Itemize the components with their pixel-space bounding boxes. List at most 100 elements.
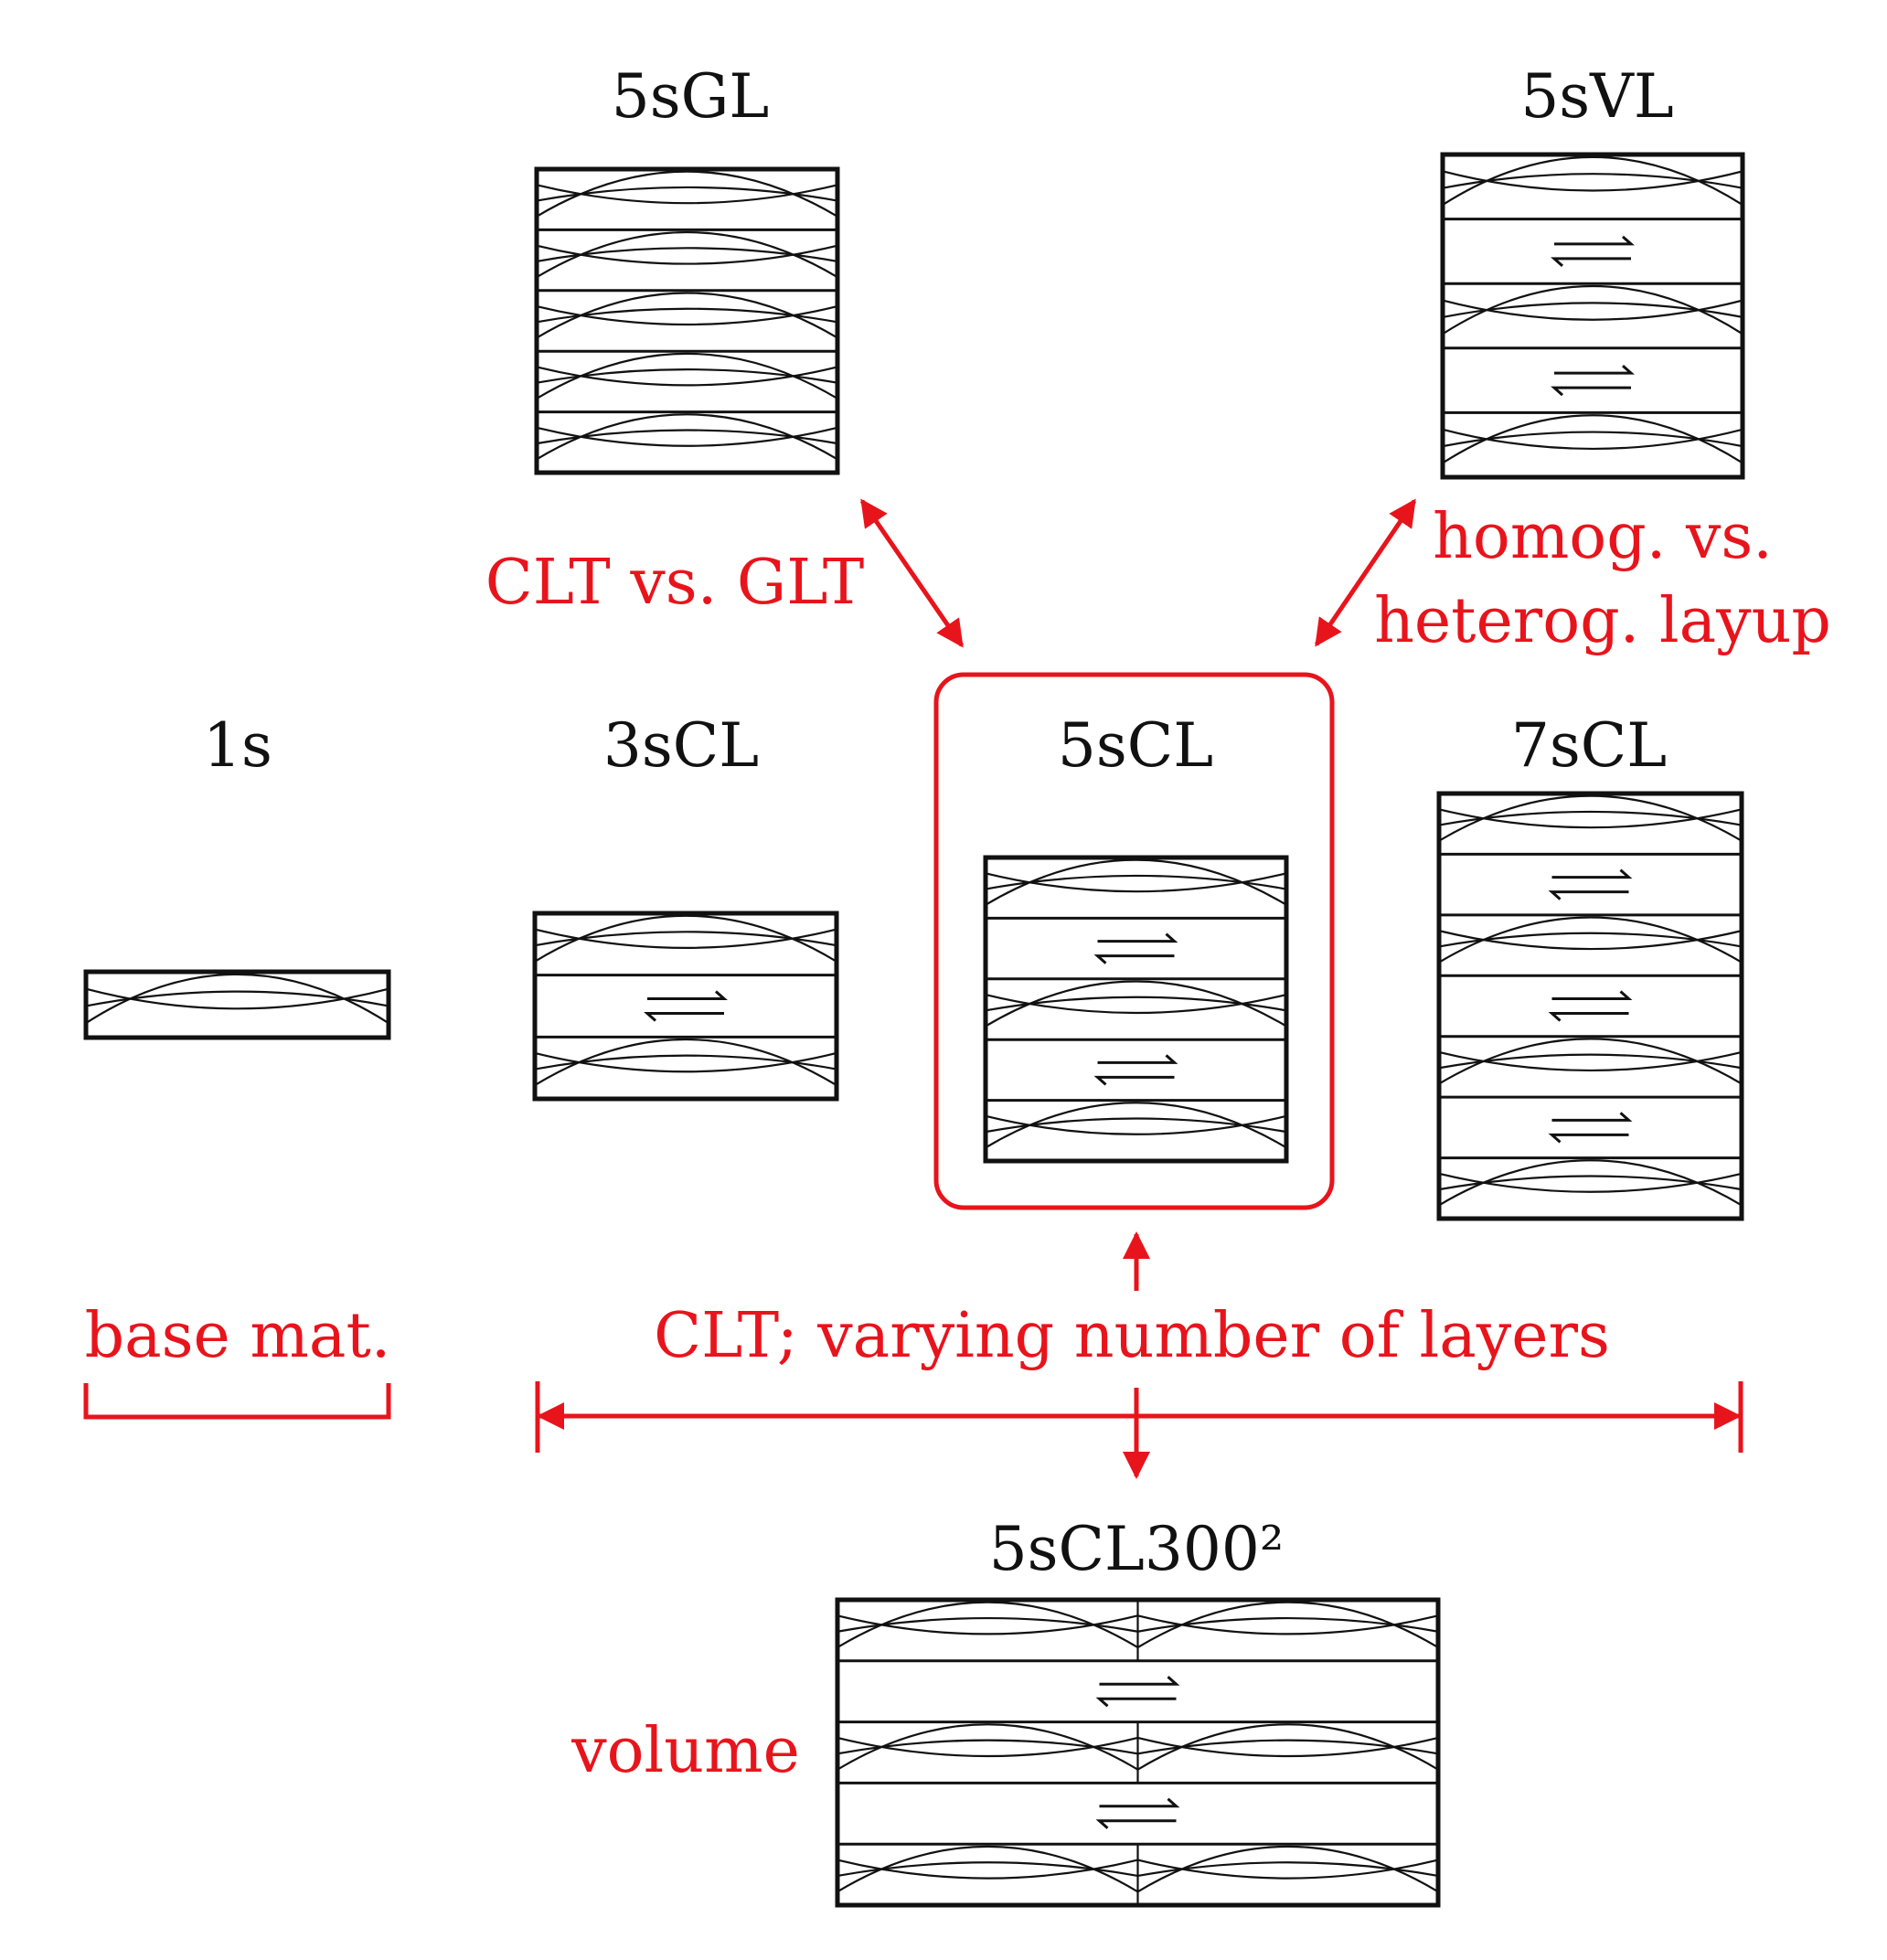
specimen-label-7scl: 7sCL xyxy=(1511,710,1667,781)
highlight-box-5scl xyxy=(933,672,1335,1210)
annotation-varying-layers: CLT; varying number of layers xyxy=(654,1300,1610,1372)
specimen-5svl xyxy=(1440,152,1745,480)
growth-ring xyxy=(837,1739,1138,1755)
arrow-homog-vs-heterog xyxy=(1314,498,1417,647)
growth-ring xyxy=(1442,431,1743,448)
growth-ring xyxy=(1136,1601,1439,1649)
growth-ring xyxy=(536,186,838,202)
growth-ring xyxy=(536,352,838,399)
growth-ring xyxy=(534,1038,837,1087)
growth-ring xyxy=(1137,1614,1439,1635)
growth-ring xyxy=(536,247,838,263)
growth-ring xyxy=(1442,155,1743,206)
growth-ring xyxy=(837,1845,1139,1893)
growth-ring xyxy=(837,1616,1138,1633)
base-mat-bracket xyxy=(83,1383,391,1420)
growth-ring xyxy=(1438,810,1743,826)
cross-direction-arrow xyxy=(1554,364,1635,375)
growth-ring xyxy=(1442,299,1743,321)
growth-ring xyxy=(1438,808,1743,829)
specimen-outline xyxy=(835,1597,1441,1908)
growth-ring xyxy=(536,170,838,218)
annotation-homog: homog. vs. xyxy=(1433,501,1773,573)
growth-ring xyxy=(1438,794,1743,842)
growth-ring xyxy=(1137,1861,1439,1878)
growth-ring xyxy=(534,914,837,963)
annotation-base-mat: base mat. xyxy=(85,1300,391,1372)
growth-ring xyxy=(1438,1050,1743,1071)
cross-direction-arrow xyxy=(1095,1819,1177,1829)
specimen-3scl xyxy=(532,911,839,1102)
growth-ring xyxy=(985,980,1287,1028)
growth-ring xyxy=(536,244,838,265)
arrow-clt-vs-glt xyxy=(859,498,965,648)
cross-direction-arrow xyxy=(1093,1075,1175,1086)
cross-direction-arrow xyxy=(1099,1797,1180,1808)
cross-direction-arrow xyxy=(1548,1012,1629,1022)
cross-direction-arrow xyxy=(1548,1133,1629,1144)
growth-ring xyxy=(1438,1053,1743,1070)
growth-ring xyxy=(536,366,838,387)
growth-ring xyxy=(985,993,1287,1015)
cross-direction-arrow xyxy=(1551,257,1631,268)
cross-direction-arrow xyxy=(1548,890,1629,900)
growth-ring xyxy=(837,1601,1139,1649)
growth-ring xyxy=(536,413,838,461)
specimen-label-3scl: 3sCL xyxy=(603,710,759,781)
growth-ring xyxy=(837,1859,1138,1880)
growth-ring xyxy=(985,858,1287,906)
growth-ring xyxy=(85,990,389,1007)
growth-ring xyxy=(985,1117,1287,1134)
growth-ring xyxy=(1438,930,1743,951)
growth-ring xyxy=(1137,1616,1439,1633)
cross-direction-arrow xyxy=(1551,990,1633,1000)
growth-ring xyxy=(536,184,838,205)
cross-direction-arrow xyxy=(1097,1054,1178,1064)
growth-ring xyxy=(1442,173,1743,189)
growth-ring xyxy=(1136,1723,1439,1771)
growth-ring xyxy=(1438,1172,1743,1193)
cross-direction-arrow xyxy=(1551,1112,1633,1122)
growth-ring xyxy=(1442,284,1743,336)
specimen-label-1s: 1s xyxy=(203,710,272,781)
growth-ring xyxy=(85,973,389,1025)
growth-ring xyxy=(837,1723,1139,1771)
specimen-5sgl xyxy=(534,166,840,475)
specimen-7scl xyxy=(1436,791,1744,1221)
growth-ring xyxy=(1137,1736,1439,1758)
cross-direction-arrow xyxy=(1093,954,1175,964)
growth-ring xyxy=(1442,302,1743,318)
growth-ring xyxy=(1137,1859,1439,1880)
growth-ring xyxy=(536,292,838,339)
cross-direction-arrow xyxy=(644,1012,724,1022)
annotation-clt-vs-glt: CLT vs. GLT xyxy=(485,547,864,619)
growth-ring xyxy=(1442,414,1743,464)
growth-ring xyxy=(534,928,837,949)
growth-ring xyxy=(1136,1845,1439,1893)
growth-ring xyxy=(985,1102,1287,1149)
growth-ring xyxy=(536,429,838,445)
cross-direction-arrow xyxy=(1551,386,1631,397)
specimen-5scl300 xyxy=(835,1597,1441,1908)
cross-direction-arrow xyxy=(1095,1697,1177,1708)
growth-ring xyxy=(1438,1159,1743,1207)
growth-ring xyxy=(85,987,389,1010)
growth-ring xyxy=(1442,428,1743,450)
growth-ring xyxy=(837,1614,1138,1635)
specimen-label-5sgl: 5sGL xyxy=(612,61,769,132)
growth-ring xyxy=(1438,1038,1743,1085)
specimen-1s xyxy=(83,969,391,1040)
growth-ring xyxy=(536,304,838,326)
annotation-volume: volume xyxy=(570,1715,800,1787)
growth-ring xyxy=(536,368,838,384)
growth-ring xyxy=(1137,1739,1439,1755)
growth-ring xyxy=(985,874,1287,890)
growth-ring xyxy=(985,1114,1287,1135)
specimen-outline xyxy=(534,166,840,475)
specimen-label-5scl300: 5sCL300² xyxy=(989,1514,1285,1584)
specimen-outline xyxy=(532,911,839,1102)
specimen-outline xyxy=(83,969,391,1040)
growth-ring xyxy=(985,872,1287,893)
growth-ring xyxy=(534,1051,837,1073)
specimen-outline xyxy=(1440,152,1745,480)
